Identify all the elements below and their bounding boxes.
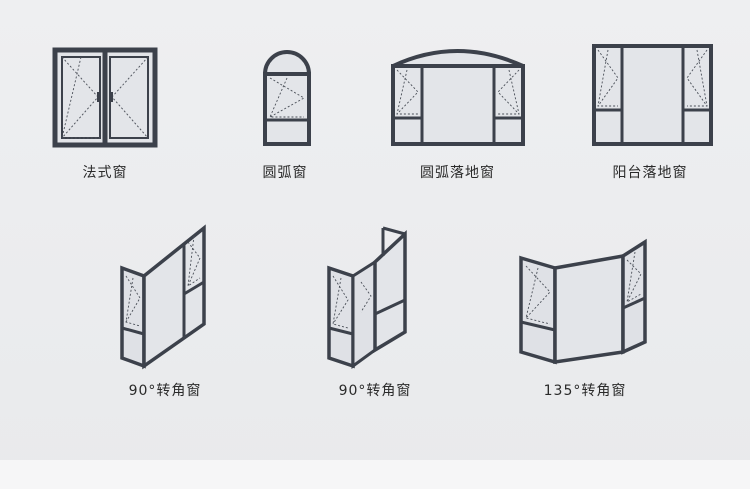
french-window: 法式窗 xyxy=(40,40,170,185)
french-window-icon xyxy=(52,47,158,148)
arched-floor-window-icon xyxy=(391,49,525,146)
arched-window-icon xyxy=(263,50,311,146)
label-corner-window-90-b: 90°转角窗 xyxy=(338,383,412,399)
label-arched-floor-window: 圆弧落地窗 xyxy=(420,165,495,181)
label-corner-window-90-a: 90°转角窗 xyxy=(128,383,202,399)
corner-window-90-b: 90°转角窗 xyxy=(315,220,435,405)
corner-window-90-a-icon xyxy=(120,224,206,370)
arched-floor-window: 圆弧落地窗 xyxy=(375,40,540,185)
label-corner-window-135: 135°转角窗 xyxy=(543,383,627,399)
corner-window-135: 135°转角窗 xyxy=(505,220,665,405)
bottom-strip xyxy=(0,460,750,489)
balcony-floor-window: 阳台落地窗 xyxy=(580,40,720,185)
label-balcony-floor-window: 阳台落地窗 xyxy=(612,165,688,181)
corner-window-135-icon xyxy=(519,238,647,365)
arched-window: 圆弧窗 xyxy=(225,40,345,185)
corner-window-90-b-icon xyxy=(327,226,407,369)
corner-window-90-a: 90°转角窗 xyxy=(100,220,230,405)
label-french-window: 法式窗 xyxy=(82,165,128,181)
balcony-floor-window-icon xyxy=(592,44,713,146)
label-arched-window: 圆弧窗 xyxy=(262,165,308,181)
